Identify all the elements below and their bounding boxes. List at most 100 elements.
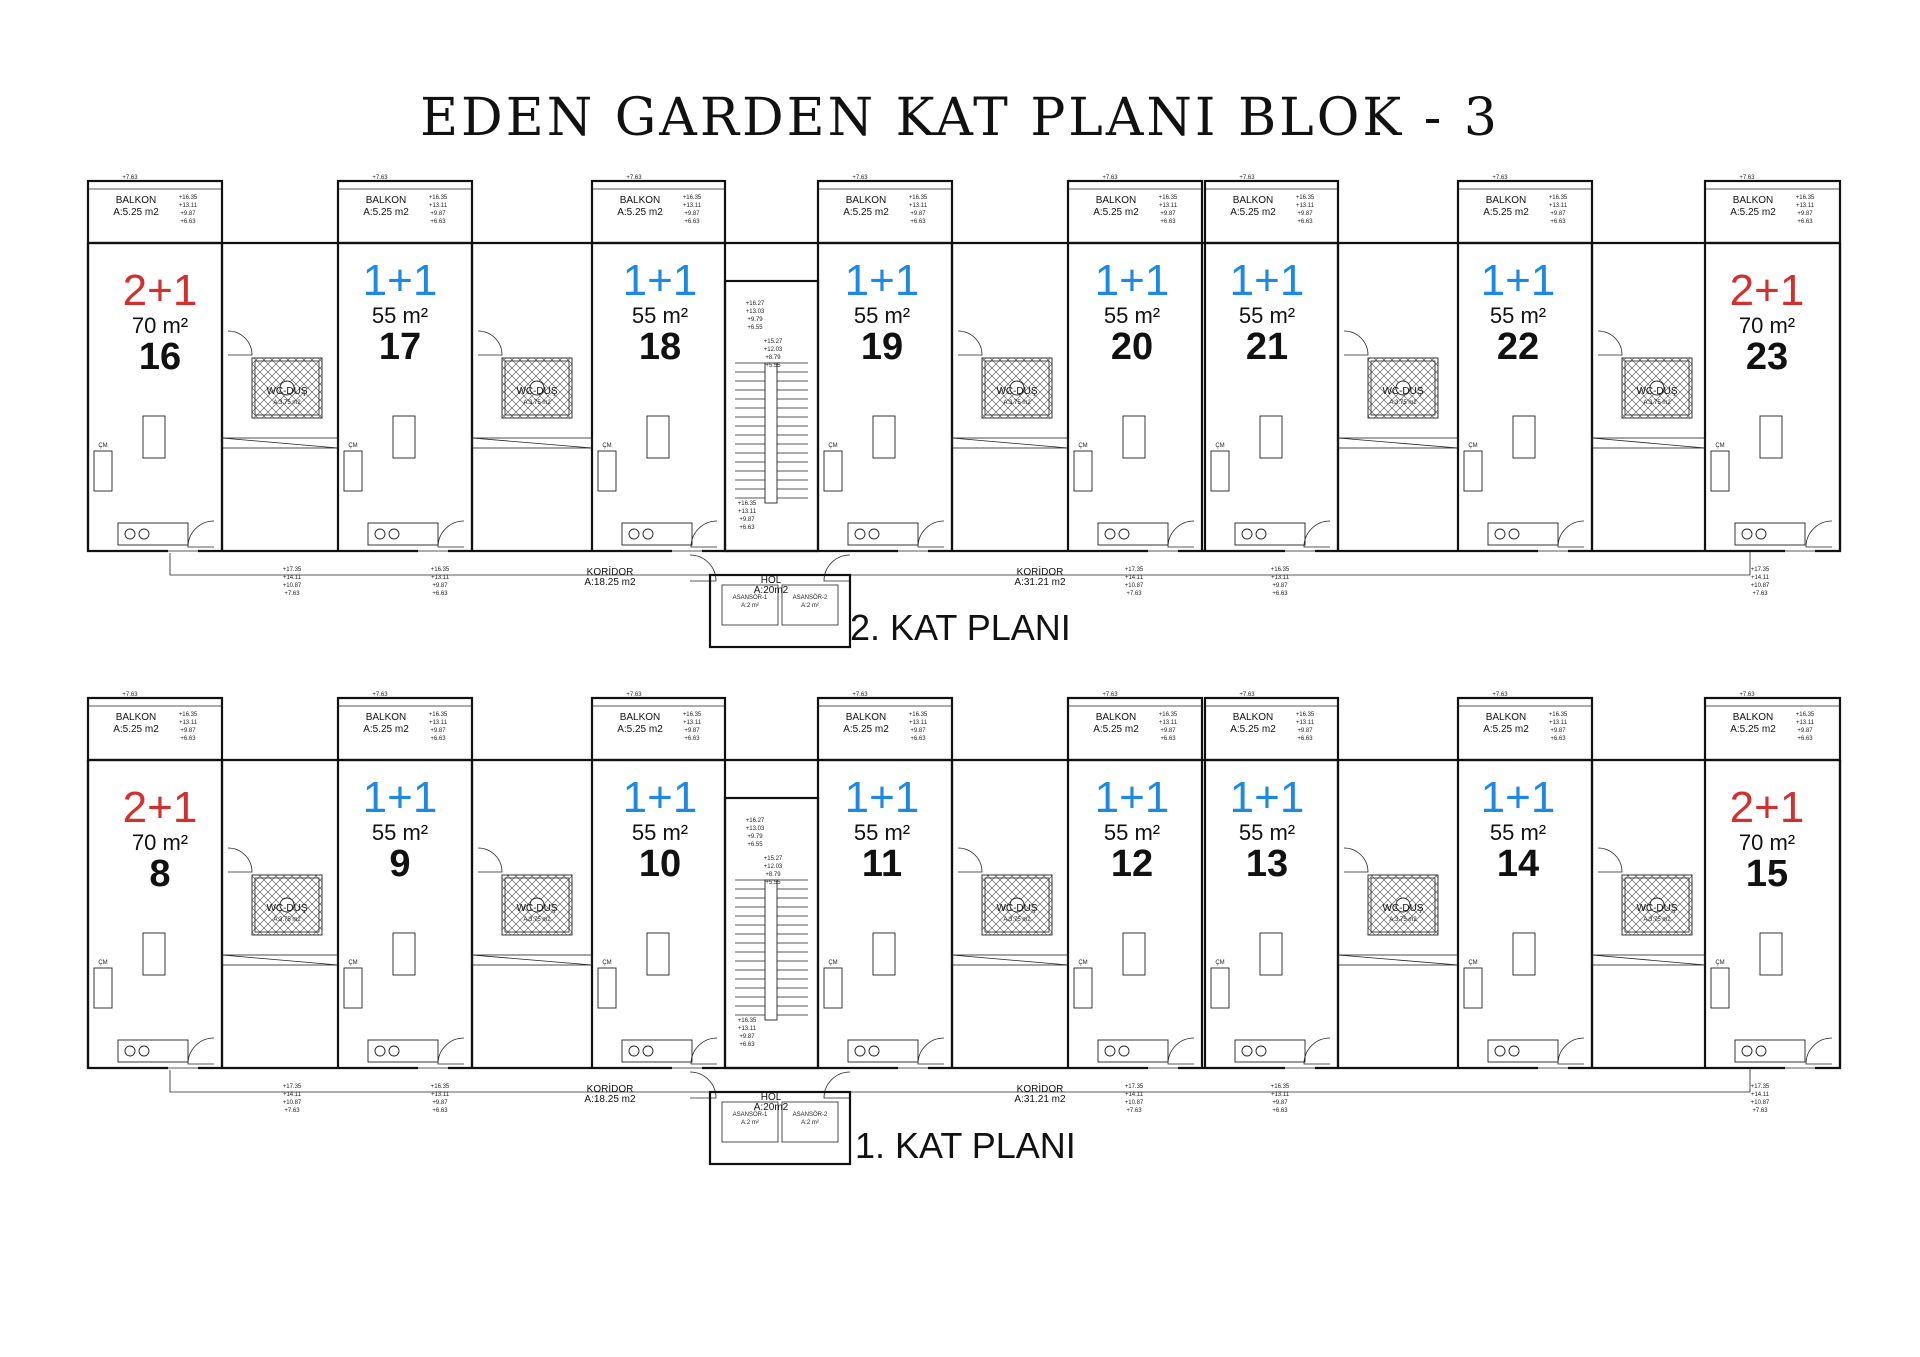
level-mark: +5.55 xyxy=(765,880,781,886)
stove-burner xyxy=(1494,528,1506,540)
unit-area: 55 m² xyxy=(1239,303,1295,328)
unit-area: 70 m² xyxy=(132,313,188,338)
unit-area: 55 m² xyxy=(632,820,688,845)
stove-burner xyxy=(388,1045,400,1057)
stair-core: +16.27+13.03+9.79+6.55+15.27+12.03+8.79+… xyxy=(689,279,851,596)
unit-type: 2+1 xyxy=(1730,783,1805,832)
level-mark: +13.11 xyxy=(683,720,702,726)
level-mark: +14.11 xyxy=(283,575,302,581)
wardrobe xyxy=(1337,954,1459,966)
kitchen-counter xyxy=(1734,522,1806,546)
dining-table xyxy=(1122,415,1146,459)
tile-border xyxy=(1370,360,1436,416)
level-mark: +9.79 xyxy=(747,317,763,323)
balcony xyxy=(336,696,474,762)
level-mark: +9.87 xyxy=(1160,728,1176,734)
door-swing xyxy=(1557,1037,1585,1065)
level-mark: +7.63 xyxy=(1126,1108,1142,1114)
wardrobe xyxy=(471,954,593,966)
hall-area: A:20m2 xyxy=(754,1102,789,1113)
unit-type: 1+1 xyxy=(1230,773,1305,822)
level-mark: +6.63 xyxy=(1272,1108,1288,1114)
balcony xyxy=(1456,179,1594,245)
level-mark: +7.63 xyxy=(1126,591,1142,597)
unit-number: 9 xyxy=(389,843,410,885)
level-mark: +6.63 xyxy=(1550,219,1566,225)
level-mark: +13.11 xyxy=(179,720,198,726)
elevator-1-label: ASANSÖR-1 xyxy=(733,1111,768,1118)
tile-border xyxy=(1624,877,1690,933)
fridge xyxy=(597,967,617,1009)
level-mark-top: +7.63 xyxy=(1239,175,1255,181)
level-mark-top: +7.63 xyxy=(852,175,868,181)
wc-area: A:3.75 m2 xyxy=(1389,917,1417,923)
level-mark: +13.11 xyxy=(1549,203,1568,209)
stove-burner xyxy=(868,528,880,540)
level-mark: +9.87 xyxy=(1797,211,1813,217)
dining-table xyxy=(1759,415,1783,459)
level-mark: +16.35 xyxy=(431,1084,450,1090)
level-mark: +16.35 xyxy=(738,1018,757,1024)
stove-burner xyxy=(1755,1045,1767,1057)
level-mark: +5.55 xyxy=(765,363,781,369)
washer-label: ÇM xyxy=(828,960,837,966)
level-mark: +14.11 xyxy=(1751,1092,1770,1098)
level-mark: +9.87 xyxy=(910,211,926,217)
level-mark: +13.11 xyxy=(431,1092,450,1098)
level-mark-top: +7.63 xyxy=(1739,175,1755,181)
level-mark: +16.35 xyxy=(738,501,757,507)
wardrobe-line xyxy=(951,437,1069,449)
level-mark: +6.63 xyxy=(739,1042,755,1048)
balcony xyxy=(1203,696,1340,762)
unit-number: 22 xyxy=(1497,326,1539,368)
stove-burner xyxy=(1508,528,1520,540)
level-mark: +9.87 xyxy=(432,1100,448,1106)
unit-type: 2+1 xyxy=(123,266,198,315)
level-mark: +9.87 xyxy=(1272,1100,1288,1106)
fridge xyxy=(93,450,113,492)
level-mark: +6.63 xyxy=(1797,219,1813,225)
level-mark: +10.87 xyxy=(1125,583,1144,589)
dining-table xyxy=(872,932,896,976)
corridor-line xyxy=(169,1068,1751,1093)
wc-area: A:3.75 m2 xyxy=(1389,400,1417,406)
level-mark: +16.35 xyxy=(909,712,928,718)
balcony-label: BALKON xyxy=(1096,195,1137,206)
level-mark: +7.63 xyxy=(1752,591,1768,597)
level-mark: +17.35 xyxy=(283,567,302,573)
unit-number: 13 xyxy=(1246,843,1288,885)
balcony-area: A:5.25 m2 xyxy=(843,724,889,735)
door-swing xyxy=(823,554,851,582)
hall-area: A:20m2 xyxy=(754,585,789,596)
washer-label: ÇM xyxy=(828,443,837,449)
stove-burner xyxy=(1241,528,1253,540)
tile-border xyxy=(984,877,1050,933)
wardrobe-line xyxy=(1591,954,1706,966)
door-swing xyxy=(690,520,718,548)
wardrobe xyxy=(1591,954,1706,966)
balcony-area: A:5.25 m2 xyxy=(843,207,889,218)
dining-table xyxy=(1512,415,1536,459)
toilet xyxy=(1649,380,1665,396)
level-mark: +6.63 xyxy=(432,591,448,597)
level-mark: +9.87 xyxy=(430,728,446,734)
door-swing xyxy=(187,1037,215,1065)
tile-border xyxy=(1370,877,1436,933)
door-swing xyxy=(1597,330,1623,356)
fridge xyxy=(343,967,363,1009)
balcony xyxy=(86,696,224,762)
level-mark: +10.87 xyxy=(1125,1100,1144,1106)
door-swing xyxy=(689,554,717,582)
level-mark: +17.35 xyxy=(1125,567,1144,573)
corridor-line xyxy=(169,551,1751,576)
balcony xyxy=(1203,179,1340,245)
level-mark: +16.35 xyxy=(431,567,450,573)
level-mark: +16.35 xyxy=(1296,712,1315,718)
stove-burner xyxy=(1741,528,1753,540)
